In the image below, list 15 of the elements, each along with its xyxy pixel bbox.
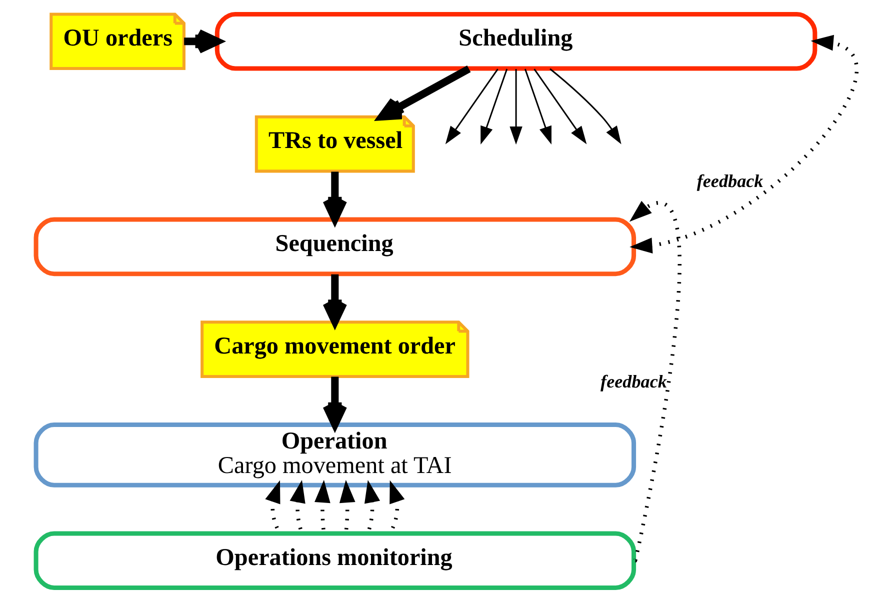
arrow bbox=[629, 200, 682, 562]
arrow bbox=[480, 68, 508, 145]
node-box: Operations monitoring bbox=[34, 531, 636, 590]
arrow bbox=[630, 34, 858, 254]
node-box: Scheduling bbox=[214, 12, 818, 71]
arrow bbox=[510, 69, 522, 145]
arrow bbox=[445, 68, 498, 144]
edge-label: feedback bbox=[600, 371, 667, 392]
arrow bbox=[377, 66, 471, 120]
arrow bbox=[550, 68, 622, 144]
arrow bbox=[534, 68, 587, 144]
arrow bbox=[524, 68, 552, 145]
edge-label: feedback bbox=[696, 170, 764, 191]
node-box: Sequencing bbox=[34, 217, 636, 276]
node-box: Operation Cargo movement at TAI bbox=[34, 422, 636, 488]
